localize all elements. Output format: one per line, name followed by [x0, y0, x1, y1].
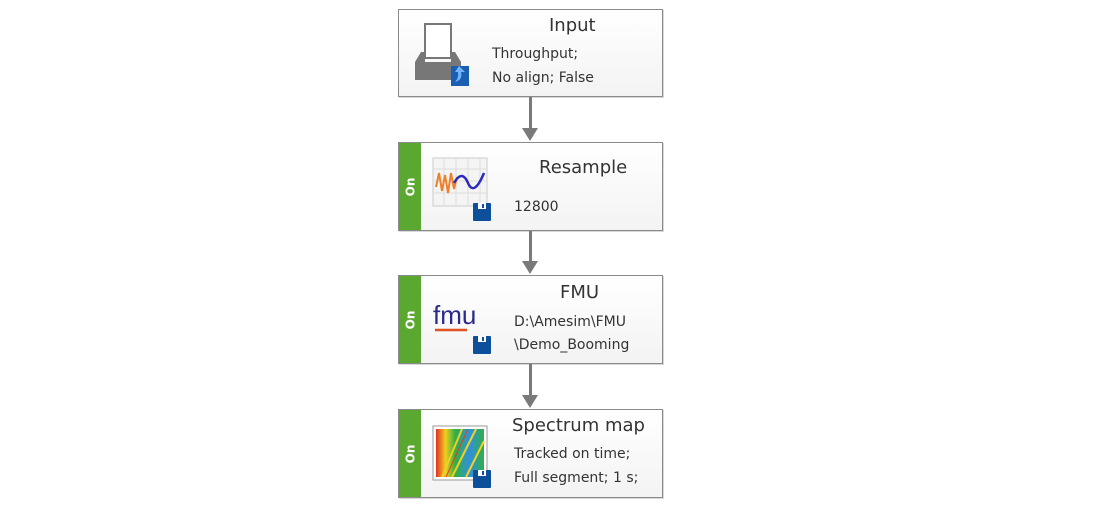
save-badge-icon [473, 470, 491, 488]
block-line: No align; False [492, 70, 594, 86]
save-badge-icon [473, 336, 491, 354]
svg-text:fmu: fmu [433, 300, 476, 330]
block-line: Tracked on time; [514, 446, 631, 462]
fmu-logo-icon: fmu [433, 300, 476, 332]
arrowhead-icon [522, 261, 538, 274]
resample-block[interactable]: On Resample 12800 [398, 142, 663, 231]
save-badge-icon [473, 203, 491, 221]
inbox-tray-icon [415, 23, 469, 86]
on-label: On [403, 310, 417, 329]
block-line: 12800 [514, 199, 559, 215]
on-toggle[interactable]: On [399, 410, 421, 497]
block-title: Resample [539, 157, 628, 178]
arrowhead-icon [522, 128, 538, 141]
resample-wave-icon [432, 157, 488, 207]
block-title: Input [549, 15, 596, 36]
spectrum-map-block[interactable]: On Spectrum map Tracked on time; Full se… [398, 409, 663, 498]
block-line: D:\Amesim\FMU [514, 314, 626, 330]
input-block[interactable]: Input Throughput; No align; False [398, 9, 663, 97]
block-line: \Demo_Booming [514, 337, 630, 353]
block-line: Throughput; [492, 46, 579, 62]
on-label: On [403, 444, 417, 463]
on-label: On [403, 177, 417, 196]
on-toggle[interactable]: On [399, 143, 421, 230]
arrowhead-icon [522, 395, 538, 408]
connector-arrow [529, 231, 532, 262]
fmu-block[interactable]: On fmu FMU D:\Amesim\FMU \Demo_Booming [398, 275, 663, 364]
on-toggle[interactable]: On [399, 276, 421, 363]
spectrum-map-icon [432, 425, 488, 481]
block-title: Spectrum map [512, 415, 645, 436]
connector-arrow [529, 364, 532, 396]
connector-arrow [529, 97, 532, 129]
block-line: Full segment; 1 s; [514, 470, 639, 486]
block-title: FMU [560, 282, 600, 303]
